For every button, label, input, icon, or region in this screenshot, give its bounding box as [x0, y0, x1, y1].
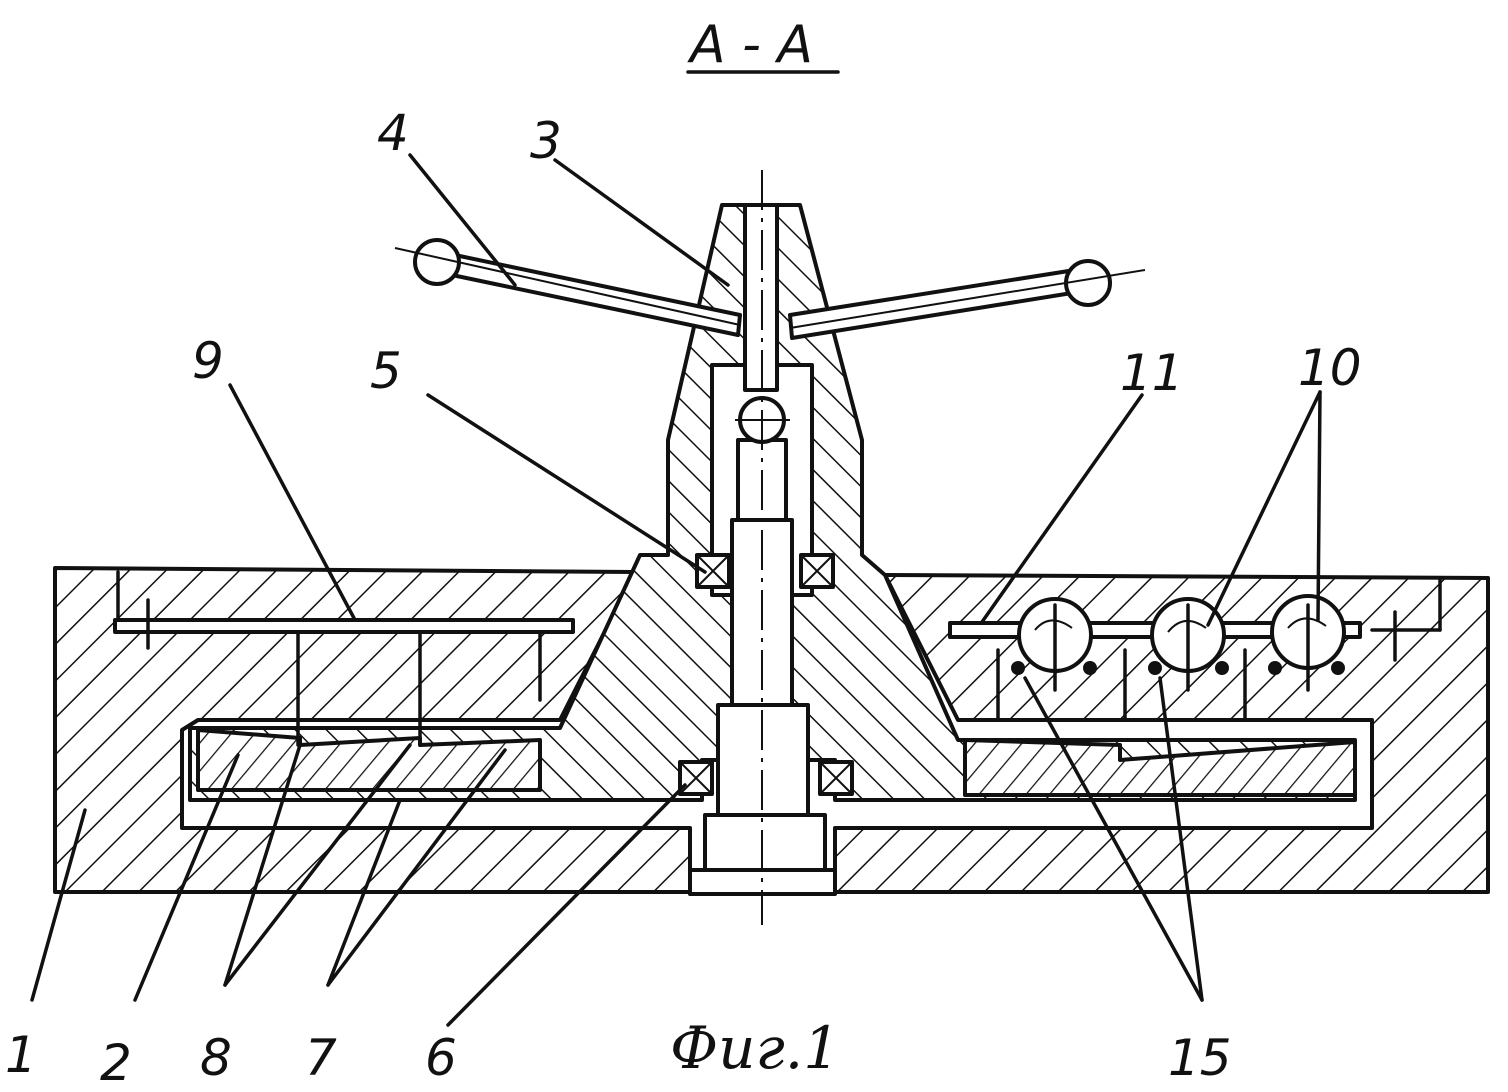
label-6: 6	[425, 1029, 457, 1087]
svg-text:A - A: A - A	[687, 15, 813, 75]
label-11: 11	[1120, 344, 1184, 402]
label-2: 2	[100, 1034, 132, 1092]
label-15: 15	[1168, 1029, 1232, 1087]
figure-caption: Фиг.1	[670, 1014, 840, 1082]
label-9: 9	[192, 332, 224, 390]
label-5: 5	[370, 342, 402, 400]
label-7: 7	[305, 1029, 337, 1087]
label-3: 3	[530, 112, 562, 170]
label-8: 8	[200, 1029, 232, 1087]
label-1: 1	[5, 1026, 37, 1084]
label-4: 4	[377, 104, 409, 162]
section-title: A - A	[687, 15, 838, 75]
label-10: 10	[1298, 339, 1362, 397]
